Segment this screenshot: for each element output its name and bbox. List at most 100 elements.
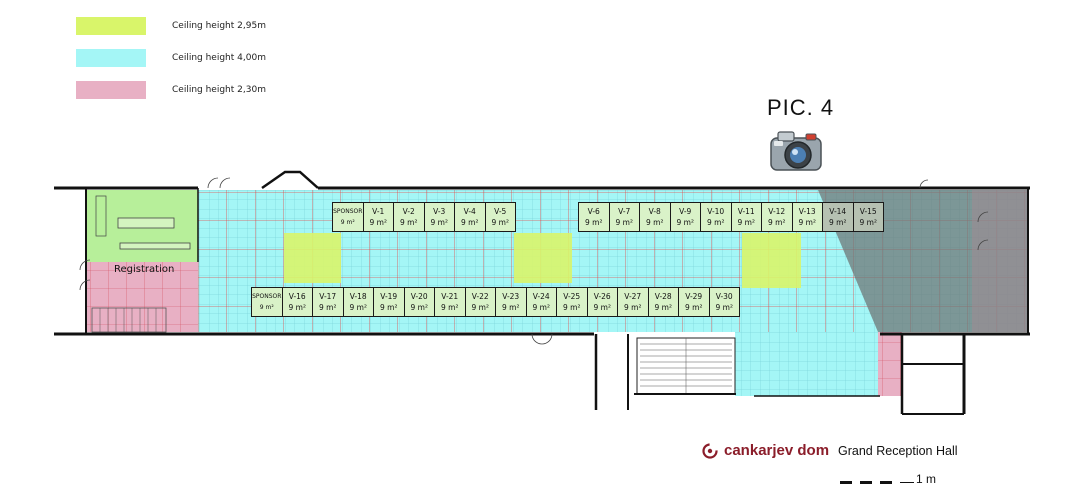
booth-area: 9 m² bbox=[410, 303, 428, 312]
booth-code: V-21 bbox=[441, 292, 459, 301]
legend-swatch-2-30m bbox=[76, 81, 146, 99]
booth-area: 9 m² bbox=[380, 303, 398, 312]
booth-area: 9 m² bbox=[491, 218, 509, 227]
brand-name: cankarjev dom bbox=[724, 442, 830, 459]
booth-v-4[interactable]: V-4 9 m² bbox=[454, 202, 486, 232]
booth-area: 9 m² bbox=[441, 303, 459, 312]
booth-v-28[interactable]: V-28 9 m² bbox=[647, 287, 679, 317]
cankarjev-dom-logo-icon bbox=[702, 442, 718, 459]
booth-v-1[interactable]: V-1 9 m² bbox=[362, 202, 394, 232]
camera-icon[interactable] bbox=[768, 126, 826, 174]
booth-area: 9 m² bbox=[715, 303, 733, 312]
booth-code: V-30 bbox=[715, 292, 733, 301]
booth-v-26[interactable]: V-26 9 m² bbox=[586, 287, 618, 317]
booth-code: V-26 bbox=[593, 292, 611, 301]
booth-code: V-11 bbox=[737, 207, 755, 216]
booth-v-7[interactable]: V-7 9 m² bbox=[608, 202, 640, 232]
booth-area: 9 m² bbox=[319, 303, 337, 312]
booth-area: 9 m² bbox=[615, 218, 633, 227]
legend-label-2-30m: Ceiling height 2,30m bbox=[172, 85, 266, 95]
booth-area: 9 m² bbox=[646, 218, 664, 227]
booth-area: 9 m² bbox=[707, 218, 725, 227]
booth-code: V-18 bbox=[349, 292, 367, 301]
booth-area: 9 m² bbox=[259, 304, 274, 311]
booth-code: V-1 bbox=[372, 207, 385, 216]
booth-v-18[interactable]: V-18 9 m² bbox=[342, 287, 374, 317]
booth-code: V-28 bbox=[654, 292, 672, 301]
booth-code: V-29 bbox=[685, 292, 703, 301]
booth-area: 9 m² bbox=[654, 303, 672, 312]
booth-v-22[interactable]: V-22 9 m² bbox=[464, 287, 496, 317]
booth-code: V-17 bbox=[319, 292, 337, 301]
booth-v-25[interactable]: V-25 9 m² bbox=[556, 287, 588, 317]
booth-code: V-10 bbox=[707, 207, 725, 216]
booth-code: V-19 bbox=[380, 292, 398, 301]
booth-v-14[interactable]: V-14 9 m² bbox=[822, 202, 854, 232]
booth-v-20[interactable]: V-20 9 m² bbox=[403, 287, 435, 317]
booth-area: 9 m² bbox=[737, 218, 755, 227]
booth-area: 9 m² bbox=[563, 303, 581, 312]
legend-swatch-2-95m bbox=[76, 17, 146, 35]
booth-v-30[interactable]: V-30 9 m² bbox=[708, 287, 740, 317]
legend-label-4-00m: Ceiling height 4,00m bbox=[172, 53, 266, 63]
booth-v-10[interactable]: V-10 9 m² bbox=[700, 202, 732, 232]
booth-v-11[interactable]: V-11 9 m² bbox=[730, 202, 762, 232]
booth-area: 9 m² bbox=[685, 303, 703, 312]
booth-code: SPONSOR bbox=[252, 293, 282, 300]
booth-code: V-7 bbox=[618, 207, 631, 216]
booth-area: 9 m² bbox=[532, 303, 550, 312]
booth-code: V-16 bbox=[288, 292, 306, 301]
booth-code: V-14 bbox=[829, 207, 847, 216]
booth-area: 9 m² bbox=[829, 218, 847, 227]
booth-v-24[interactable]: V-24 9 m² bbox=[525, 287, 557, 317]
booth-code: V-22 bbox=[471, 292, 489, 301]
lower-annex-floor bbox=[735, 332, 902, 396]
booth-area: 9 m² bbox=[461, 218, 479, 227]
booth-v-16[interactable]: V-16 9 m² bbox=[281, 287, 313, 317]
ceiling-2-95-zones bbox=[284, 233, 801, 288]
booth-area: 9 m² bbox=[471, 303, 489, 312]
booth-v-19[interactable]: V-19 9 m² bbox=[373, 287, 405, 317]
booth-area: 9 m² bbox=[768, 218, 786, 227]
booth-v-17[interactable]: V-17 9 m² bbox=[312, 287, 344, 317]
booth-area: 9 m² bbox=[798, 218, 816, 227]
booth-code: V-3 bbox=[433, 207, 446, 216]
booth-area: 9 m² bbox=[288, 303, 306, 312]
booth-area: 9 m² bbox=[585, 218, 603, 227]
booth-code: V-24 bbox=[532, 292, 550, 301]
booth-area: 9 m² bbox=[369, 218, 387, 227]
scale-bar bbox=[840, 481, 914, 484]
booth-v-8[interactable]: V-8 9 m² bbox=[639, 202, 671, 232]
booth-code: SPONSOR bbox=[333, 208, 363, 215]
booth-area: 9 m² bbox=[593, 303, 611, 312]
scale-label: 1 m bbox=[916, 472, 937, 486]
booth-area: 9 m² bbox=[400, 218, 418, 227]
booth-code: V-25 bbox=[563, 292, 581, 301]
booth-code: V-4 bbox=[463, 207, 476, 216]
booth-code: V-20 bbox=[410, 292, 428, 301]
booth-code: V-2 bbox=[402, 207, 415, 216]
booth-v-21[interactable]: V-21 9 m² bbox=[434, 287, 466, 317]
booth-area: 9 m² bbox=[349, 303, 367, 312]
brand: cankarjev dom bbox=[702, 442, 829, 459]
booth-v-2[interactable]: V-2 9 m² bbox=[393, 202, 425, 232]
booth-v-29[interactable]: V-29 9 m² bbox=[678, 287, 710, 317]
walls bbox=[54, 170, 1030, 415]
booth-area: 9 m² bbox=[502, 303, 520, 312]
booth-code: V-15 bbox=[859, 207, 877, 216]
registration-area bbox=[86, 190, 198, 333]
booth-sponsor[interactable]: SPONSOR 9 m² bbox=[251, 287, 283, 317]
booth-area: 9 m² bbox=[624, 303, 642, 312]
booth-code: V-8 bbox=[648, 207, 661, 216]
